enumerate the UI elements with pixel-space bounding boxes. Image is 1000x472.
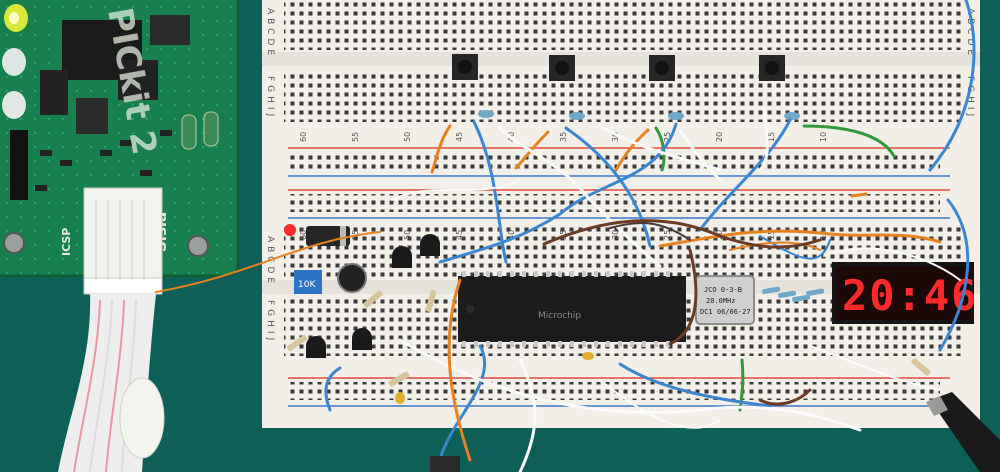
- colnums-top-label: 20: [715, 132, 724, 142]
- crystal-oscillator: JCO 0-3-B 20.0MHz DC1 06/06-27: [695, 275, 755, 325]
- push-button-2: [549, 55, 575, 81]
- colnums-top-label: 25: [663, 132, 672, 142]
- icsp-connector: [83, 187, 163, 293]
- colnums-top-label: 50: [403, 132, 412, 142]
- push-buttons: [452, 54, 785, 81]
- colnums-bottom-label: 15: [767, 230, 776, 240]
- push-button-1: [452, 54, 478, 80]
- transistor-3: [306, 336, 326, 358]
- colnums-top-label: 10: [819, 132, 828, 142]
- colnums-bottom-label: 50: [403, 230, 412, 240]
- red-led: [284, 224, 296, 236]
- pickit-programmer: PICkit 2 Sisia ICSP: [0, 0, 240, 295]
- push-button-3: [649, 55, 675, 81]
- diode: [306, 226, 350, 246]
- colnums-top-label: 35: [559, 132, 568, 142]
- colnums-bottom-label: 40: [507, 230, 516, 240]
- misc-components: 10K: [284, 224, 931, 404]
- trimmer-label: 10K: [298, 280, 316, 290]
- transistor-2: [420, 234, 440, 256]
- colnums-bottom-label: 30: [611, 230, 620, 240]
- row-letters-bottom-left-lower: FGHIJ: [265, 300, 275, 344]
- display-resistors: [762, 286, 825, 303]
- colnums-bottom-label: 25: [663, 230, 672, 240]
- crystal-line-2: 20.0MHz: [706, 297, 736, 305]
- colnums-bottom-label: 45: [455, 230, 464, 240]
- colnums-top-label: 55: [351, 132, 360, 142]
- pullup-resistors: [478, 110, 800, 120]
- electrolytic-capacitor: [337, 263, 367, 293]
- row-letters-top-left-lower: ABCDE: [265, 236, 275, 287]
- crystal-line-1: JCO 0-3-B: [704, 286, 742, 294]
- ribbon-cable: [58, 294, 165, 472]
- colnums-bottom-label: 60: [299, 230, 308, 240]
- row-letters-top-left: ABCDE: [265, 8, 275, 59]
- row-letters-bottom-left: FGHIJ: [265, 76, 275, 120]
- colnums-top-label: 60: [299, 132, 308, 142]
- clock-time-readout: 20:46: [842, 271, 978, 320]
- status-leds: [2, 4, 28, 119]
- alligator-clip: [926, 392, 1000, 472]
- microcontroller-logo-text: Microchip: [538, 311, 581, 321]
- programmer-port-label: ICSP: [60, 228, 73, 256]
- wire-connector: [430, 456, 460, 472]
- colnums-top-label: 30: [611, 132, 620, 142]
- trimmer-potentiometer: [294, 270, 322, 294]
- push-button-4: [759, 55, 785, 81]
- colnums-top-label: 45: [455, 132, 464, 142]
- transistor-1: [392, 246, 412, 268]
- row-letters-bottom-right: FGHIJ: [965, 76, 975, 120]
- microcontroller-chip: Microchip: [458, 271, 686, 347]
- row-letters-top-right: ABCDE: [965, 8, 975, 59]
- jumper-wires: [155, 0, 976, 472]
- transistor-4: [352, 328, 372, 350]
- colnums-top-label: 15: [767, 132, 776, 142]
- crystal-line-3: DC1 06/06-27: [700, 308, 751, 316]
- colnums-bottom-label: 10: [819, 230, 828, 240]
